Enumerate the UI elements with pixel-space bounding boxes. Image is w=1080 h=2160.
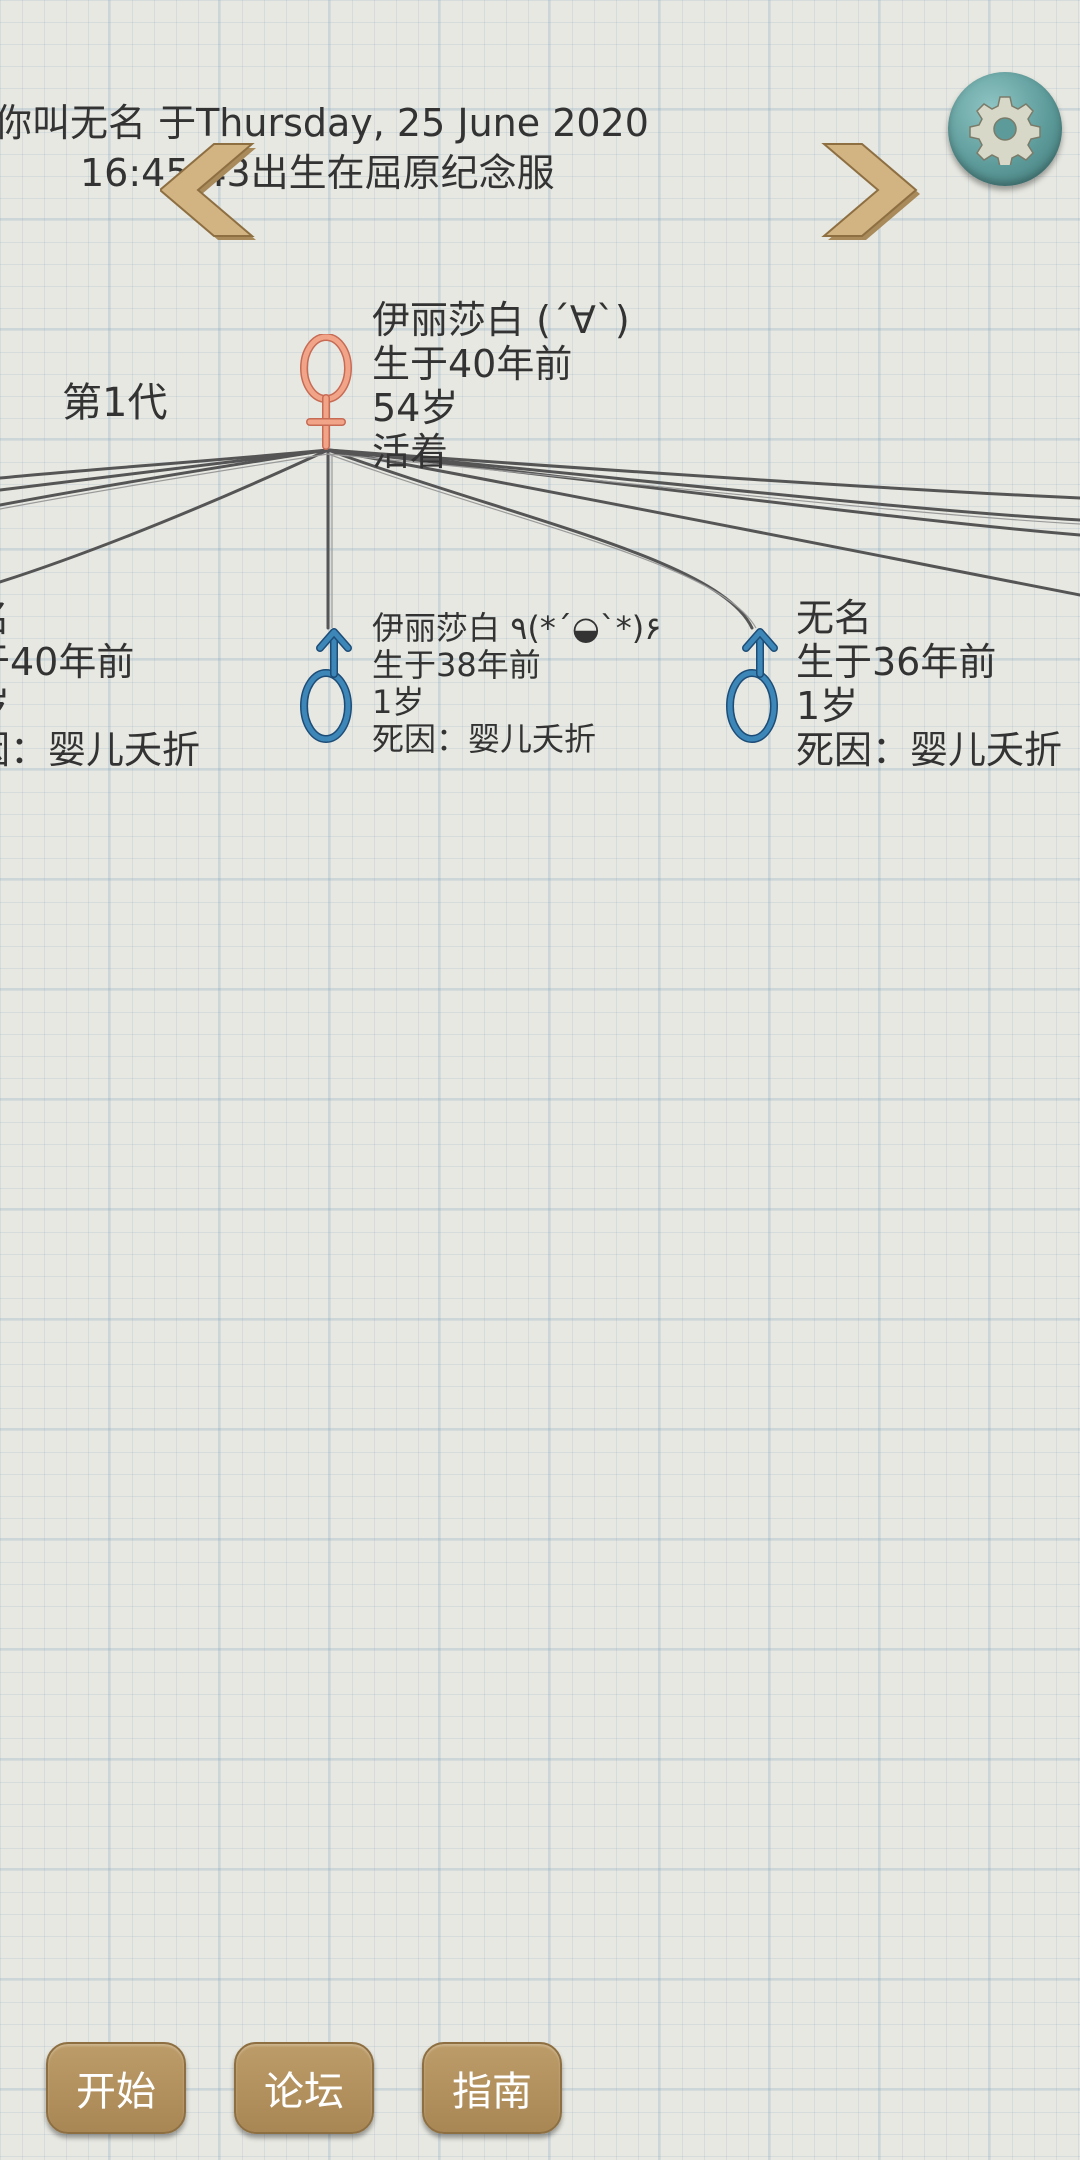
child-name: 无名: [796, 596, 873, 640]
generation-label: 第1代: [62, 380, 168, 426]
female-symbol-icon[interactable]: [296, 333, 356, 450]
child-age: 1岁: [372, 683, 425, 722]
child-info: 无名 生于36年前 1岁 死因：婴儿夭折: [796, 596, 1062, 772]
child-status: 死因：婴儿夭折: [372, 720, 597, 759]
child-info: 伊丽莎白 ٩(*ˊ◒ˋ*)۶ 生于38年前 1岁 死因：婴儿夭折: [372, 609, 662, 759]
child-age: 1岁: [796, 684, 859, 729]
child-age: 岁: [0, 684, 200, 728]
parent-age: 54岁: [372, 386, 459, 431]
child-name: 名: [0, 596, 200, 640]
child-born: 生于38年前: [372, 646, 541, 685]
next-generation-button[interactable]: [810, 140, 920, 250]
birth-info-line-1: 你叫无名 于Thursday, 25 June 2020: [0, 101, 649, 145]
guide-button[interactable]: 指南: [422, 2042, 562, 2134]
child-born: 于40年前: [0, 640, 135, 685]
male-symbol-icon[interactable]: [296, 628, 356, 746]
child-info: 名 于40年前 岁 因：婴儿夭折: [0, 596, 200, 772]
parent-name: 伊丽莎白 (ˊ∀ˋ): [372, 298, 630, 342]
parent-status: 活着: [372, 430, 449, 475]
start-button[interactable]: 开始: [46, 2042, 186, 2134]
chevron-left-icon: [158, 143, 256, 240]
chevron-right-icon: [821, 143, 920, 240]
gear-icon: [969, 96, 1041, 165]
male-symbol-icon[interactable]: [722, 628, 782, 746]
parent-info: 伊丽莎白 (ˊ∀ˋ) 生于40年前 54岁 活着: [372, 298, 630, 474]
parent-born: 生于40年前: [372, 342, 573, 387]
birth-info-line-2: 16:45:43出生在屈原纪念服: [80, 151, 555, 195]
child-name: 伊丽莎白 ٩(*ˊ◒ˋ*)۶: [372, 609, 662, 647]
settings-button[interactable]: [948, 72, 1062, 186]
child-status: 死因：婴儿夭折: [796, 728, 1063, 773]
previous-generation-button[interactable]: [158, 140, 270, 250]
child-born: 生于36年前: [796, 640, 997, 685]
forum-button[interactable]: 论坛: [234, 2042, 374, 2134]
child-status: 因：婴儿夭折: [0, 728, 201, 773]
